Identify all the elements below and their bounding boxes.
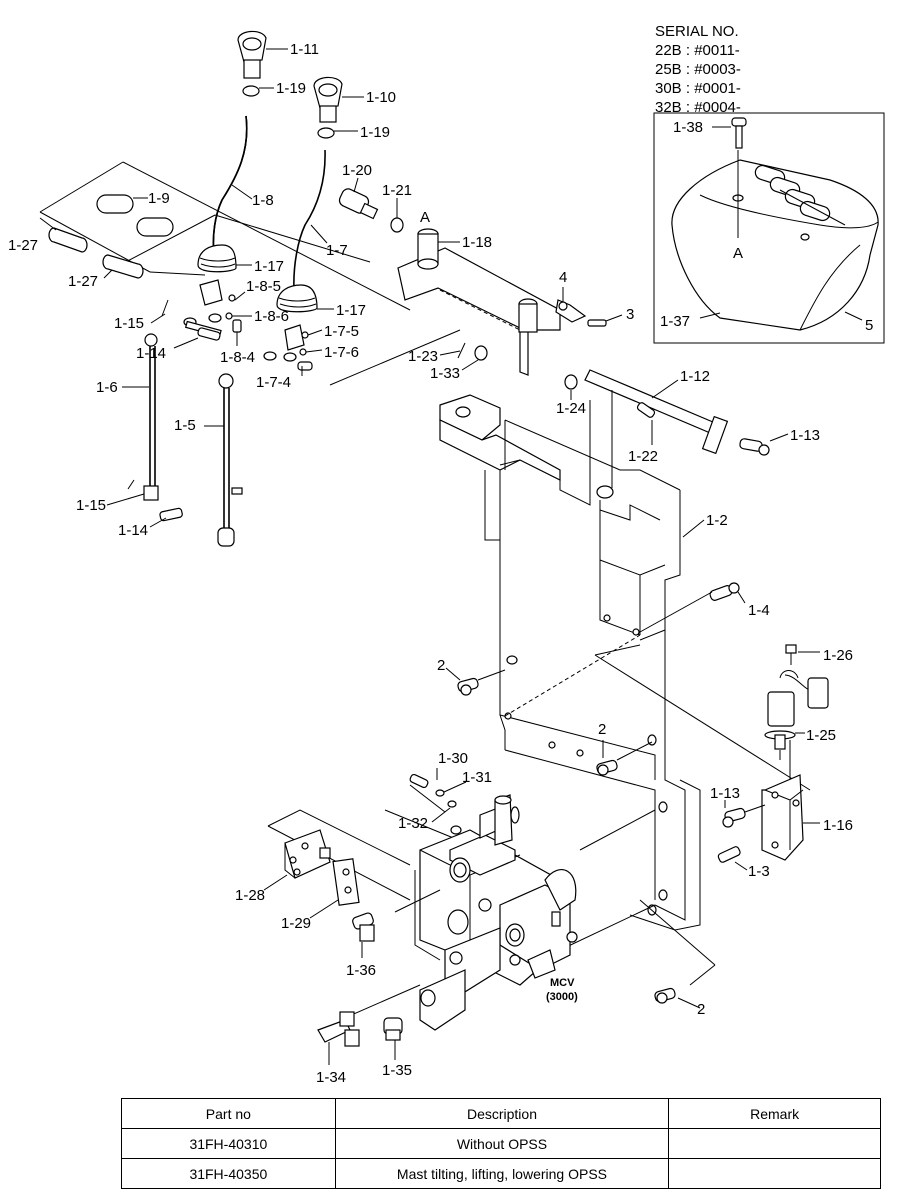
callout-1-17-lower: 1-17 xyxy=(336,302,366,319)
callout-1-22: 1-22 xyxy=(628,448,658,465)
callout-1-19-upper: 1-19 xyxy=(276,80,306,97)
serial-line-25b: 25B : #0003- xyxy=(655,61,741,78)
callout-1-7-6: 1-7-6 xyxy=(324,344,359,361)
lever-frame-lines xyxy=(39,161,461,386)
callout-1-8-5: 1-8-5 xyxy=(246,278,281,295)
callout-1-17-upper: 1-17 xyxy=(254,258,284,275)
callout-1-4: 1-4 xyxy=(748,602,770,619)
callout-1-8: 1-8 xyxy=(252,192,274,209)
header-remark: Remark xyxy=(668,1098,881,1129)
serial-line-22b: 22B : #0011- xyxy=(655,42,740,59)
cell-part-no: 31FH-40350 xyxy=(121,1158,336,1189)
callout-1-13-upper: 1-13 xyxy=(790,427,820,444)
callout-1-15-upper: 1-15 xyxy=(114,315,144,332)
bolts xyxy=(445,582,746,1009)
callout-1-24: 1-24 xyxy=(556,400,586,417)
callout-1-6: 1-6 xyxy=(96,379,118,396)
callout-1-16: 1-16 xyxy=(823,817,853,834)
mcv-code-label: (3000) xyxy=(546,991,578,1003)
serial-number-block: SERIAL NO. 22B : #0011- 25B : #0003- 30B… xyxy=(655,22,741,117)
link-rods xyxy=(106,333,243,547)
callout-1-15-lower: 1-15 xyxy=(76,497,106,514)
mcv-label: MCV xyxy=(550,977,575,989)
callout-1-23: 1-23 xyxy=(408,348,438,365)
cell-description: Mast tilting, lifting, lowering OPSS xyxy=(334,1158,670,1189)
table-row: 31FH-40310 Without OPSS xyxy=(121,1128,881,1159)
mcv-valve xyxy=(267,768,656,1031)
upper-bracket xyxy=(338,177,789,456)
callout-1-7: 1-7 xyxy=(326,242,348,259)
callout-1-36: 1-36 xyxy=(346,962,376,979)
callout-1-7-5: 1-7-5 xyxy=(324,323,359,340)
callout-2-left: 2 xyxy=(437,657,445,674)
callout-1-32: 1-32 xyxy=(398,815,428,832)
callout-a-main: A xyxy=(420,209,430,226)
serial-line-32b: 32B : #0004- xyxy=(655,99,741,116)
callout-1-29: 1-29 xyxy=(281,915,311,932)
callout-1-8-6: 1-8-6 xyxy=(254,308,289,325)
callout-2-lower: 2 xyxy=(697,1001,705,1018)
callout-1-27-right: 1-27 xyxy=(68,273,98,290)
callout-1-27-left: 1-27 xyxy=(8,237,38,254)
cell-part-no: 31FH-40310 xyxy=(121,1128,336,1159)
callout-1-2: 1-2 xyxy=(706,512,728,529)
pads-and-rollers xyxy=(39,194,174,279)
callout-1-20: 1-20 xyxy=(342,162,372,179)
callout-1-38: 1-38 xyxy=(673,119,703,136)
callout-1-12: 1-12 xyxy=(680,368,710,385)
callout-5: 5 xyxy=(865,317,873,334)
callout-1-8-4: 1-8-4 xyxy=(220,349,255,366)
callout-1-7-4: 1-7-4 xyxy=(256,374,291,391)
cell-description: Without OPSS xyxy=(334,1128,670,1159)
callout-1-5: 1-5 xyxy=(174,417,196,434)
callout-1-9: 1-9 xyxy=(148,190,170,207)
callout-1-33: 1-33 xyxy=(430,365,460,382)
table-header-row: Part no Description Remark xyxy=(121,1098,881,1129)
serial-title: SERIAL NO. xyxy=(655,23,739,40)
cover-detail-box: 1-38 A 1-37 5 xyxy=(653,112,885,344)
parts-exploded-diagram: 1-38 A 1-37 5 xyxy=(8,30,885,1086)
callout-1-10: 1-10 xyxy=(366,89,396,106)
fittings xyxy=(317,912,403,1065)
clamp-plates xyxy=(263,829,360,919)
callout-3: 3 xyxy=(626,306,634,323)
cell-remark xyxy=(668,1158,881,1189)
callout-4: 4 xyxy=(559,269,567,286)
table-row: 31FH-40350 Mast tilting, lifting, loweri… xyxy=(121,1158,881,1189)
callout-1-11: 1-11 xyxy=(290,41,319,58)
header-description: Description xyxy=(334,1098,670,1129)
callout-1-31: 1-31 xyxy=(462,769,492,786)
callout-1-30: 1-30 xyxy=(438,750,468,767)
cell-remark xyxy=(668,1128,881,1159)
main-plate xyxy=(439,390,811,986)
callout-1-25: 1-25 xyxy=(806,727,836,744)
callout-1-13-lower: 1-13 xyxy=(710,785,740,802)
callout-a-detail: A xyxy=(733,245,743,262)
callout-1-18: 1-18 xyxy=(462,234,492,251)
lever-assembly xyxy=(150,30,364,376)
callout-labels: 1-11 1-19 1-10 1-19 1-20 1-21 1-8 1-9 1-… xyxy=(8,41,853,1086)
callout-1-37: 1-37 xyxy=(660,313,690,330)
parts-table: Part no Description Remark 31FH-40310 Wi… xyxy=(121,1098,881,1189)
callout-1-26: 1-26 xyxy=(823,647,853,664)
serial-line-30b: 30B : #0001- xyxy=(655,80,741,97)
callout-2-middle: 2 xyxy=(598,721,606,738)
callout-1-14-upper: 1-14 xyxy=(136,345,166,362)
header-part-no: Part no xyxy=(121,1098,336,1129)
callout-1-34: 1-34 xyxy=(316,1069,346,1086)
solenoid-assembly xyxy=(717,644,829,871)
callout-1-19-lower: 1-19 xyxy=(360,124,390,141)
callout-1-35: 1-35 xyxy=(382,1062,412,1079)
callout-1-28: 1-28 xyxy=(235,887,265,904)
callout-1-14-lower: 1-14 xyxy=(118,522,148,539)
callout-1-21: 1-21 xyxy=(382,182,412,199)
callout-1-3: 1-3 xyxy=(748,863,770,880)
